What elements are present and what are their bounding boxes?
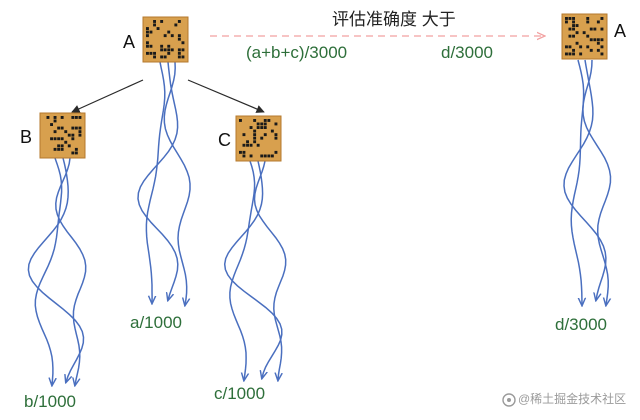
right-root-a-board-icon: [562, 14, 607, 59]
rollout-path: [583, 60, 611, 305]
rollout-path: [230, 161, 255, 380]
logo-icon: [503, 394, 515, 406]
node-label-right-a: A: [614, 22, 626, 40]
leaf-value-a: a/1000: [130, 314, 182, 331]
comparison-title: 评估准确度 大于: [332, 11, 456, 28]
leaf-value-b: b/1000: [24, 393, 76, 410]
rollout-path: [138, 62, 178, 300]
rollout-path: [571, 60, 583, 305]
rollout-paths: [28, 60, 610, 385]
edge-a-to-b: [72, 80, 143, 112]
watermark-text: @稀土掘金技术社区: [518, 393, 626, 405]
leaf-value-d: d/3000: [555, 316, 607, 333]
left-aggregate-value: (a+b+c)/3000: [246, 44, 347, 61]
node-label-c: C: [218, 131, 231, 149]
child-c-board-icon: [236, 116, 281, 161]
node-label-b: B: [20, 128, 32, 146]
child-b-board-icon: [40, 113, 85, 158]
rollout-path: [225, 161, 282, 378]
rollout-path: [146, 62, 164, 303]
leaf-value-c: c/1000: [214, 385, 265, 402]
node-label-a: A: [123, 33, 135, 51]
root-a-board-icon: [143, 17, 188, 62]
rollout-path: [28, 158, 83, 382]
right-aggregate-value: d/3000: [441, 44, 493, 61]
rollout-path: [255, 161, 286, 380]
edge-a-to-c: [188, 80, 264, 112]
